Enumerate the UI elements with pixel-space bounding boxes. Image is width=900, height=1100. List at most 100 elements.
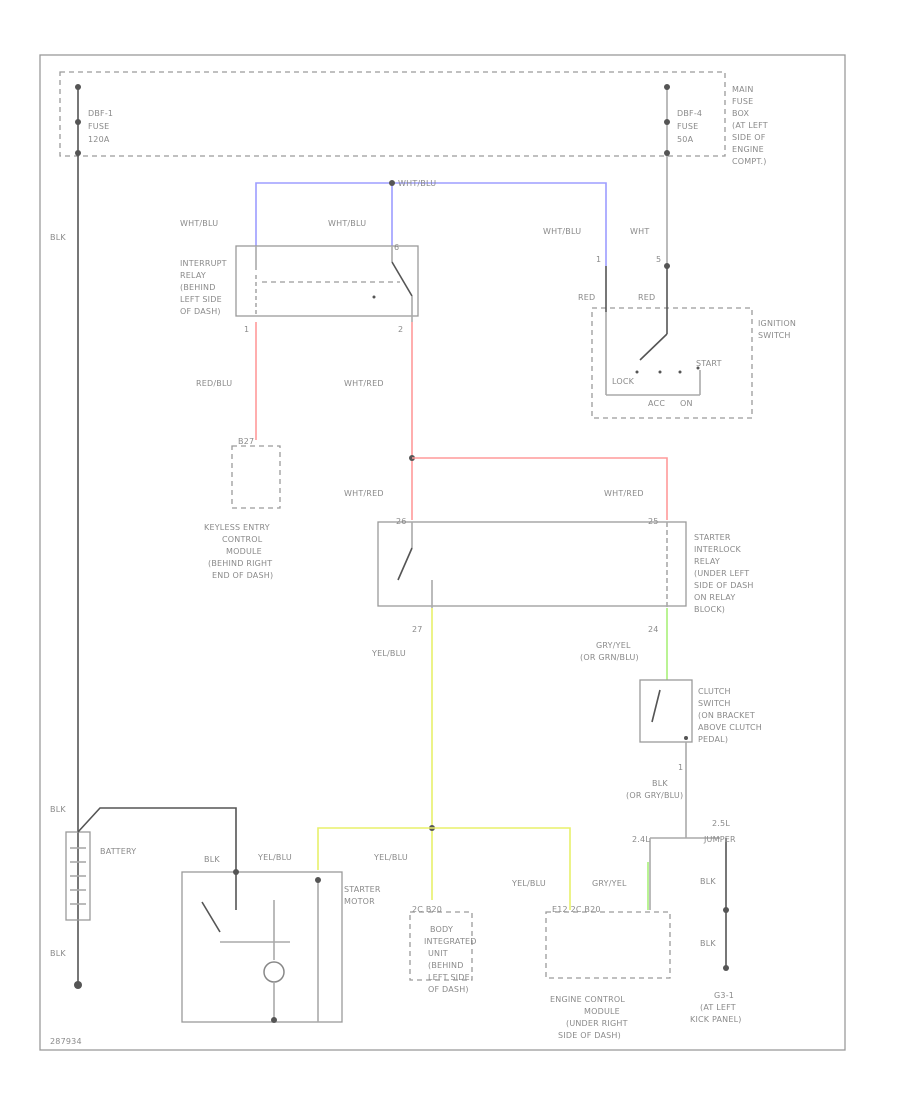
starter-interlock-relay-box — [377, 521, 687, 607]
svg-text:MODULE: MODULE — [226, 547, 262, 556]
svg-text:JUMPER: JUMPER — [703, 835, 736, 844]
svg-text:(BEHIND RIGHT: (BEHIND RIGHT — [208, 559, 272, 568]
blk-ground-label-2: BLK — [700, 939, 716, 948]
ign-start-label: START — [696, 359, 722, 368]
yel-blu-label-b: YEL/BLU — [257, 853, 292, 862]
ign-on-label: ON — [680, 399, 693, 408]
clutch-switch-label: CLUTCH SWITCH (ON BRACKET ABOVE CLUTCH P… — [698, 687, 762, 744]
svg-text:IGNITION: IGNITION — [758, 319, 796, 328]
yel-blu-label-c: YEL/BLU — [373, 853, 408, 862]
svg-text:ENGINE CONTROL: ENGINE CONTROL — [550, 995, 625, 1004]
svg-text:INTERLOCK: INTERLOCK — [694, 545, 741, 554]
ign-acc-label: ACC — [648, 399, 665, 408]
svg-text:BLOCK): BLOCK) — [694, 605, 725, 614]
jumper-2-5l-label: 2.5L JUMPER — [703, 819, 736, 844]
svg-text:ENGINE: ENGINE — [732, 145, 764, 154]
wht-red-label-c: WHT/RED — [604, 489, 644, 498]
svg-text:SWITCH: SWITCH — [758, 331, 791, 340]
biu-pin-label: 2C B20 — [412, 905, 442, 914]
wht-blu-right-label: WHT/BLU — [543, 227, 581, 236]
svg-text:MODULE: MODULE — [584, 1007, 620, 1016]
blk-clutch-label: BLK (OR GRY/BLU) — [626, 779, 683, 800]
svg-text:STARTER: STARTER — [694, 533, 731, 542]
fuse1-label: DBF-1 FUSE 120A — [88, 109, 113, 144]
svg-text:(BEHIND: (BEHIND — [428, 961, 464, 970]
svg-text:BODY: BODY — [430, 925, 453, 934]
interlock-pin25: 25 — [648, 517, 659, 526]
svg-text:ON RELAY: ON RELAY — [694, 593, 735, 602]
blk-starter-label: BLK — [204, 855, 220, 864]
svg-text:FUSE: FUSE — [677, 122, 698, 131]
body-integrated-unit-label: BODY INTEGRATED UNIT (BEHIND LEFT SIDE O… — [424, 925, 477, 994]
svg-text:BOX: BOX — [732, 109, 750, 118]
keyless-module-label: KEYLESS ENTRY CONTROL MODULE (BEHIND RIG… — [204, 523, 273, 580]
wht-red-label-b: WHT/RED — [344, 489, 384, 498]
main-fuse-box-outline — [59, 71, 726, 157]
svg-text:(ON BRACKET: (ON BRACKET — [698, 711, 755, 720]
svg-text:(AT LEFT: (AT LEFT — [700, 1003, 736, 1012]
clutch-pin: 1 — [678, 763, 683, 772]
svg-text:CLUTCH: CLUTCH — [698, 687, 731, 696]
relay-pin2: 2 — [398, 325, 403, 334]
svg-text:(OR GRY/BLU): (OR GRY/BLU) — [626, 791, 683, 800]
svg-text:OF DASH): OF DASH) — [428, 985, 469, 994]
svg-text:INTEGRATED: INTEGRATED — [424, 937, 477, 946]
svg-text:(UNDER LEFT: (UNDER LEFT — [694, 569, 749, 578]
jumper-2-4l: 2.4L — [632, 835, 650, 844]
svg-text:ABOVE CLUTCH: ABOVE CLUTCH — [698, 723, 762, 732]
svg-text:MAIN: MAIN — [732, 85, 754, 94]
blk-ground-label-1: BLK — [700, 877, 716, 886]
ecm-label: ENGINE CONTROL MODULE (UNDER RIGHT SIDE … — [550, 995, 628, 1040]
svg-text:LEFT SIDE: LEFT SIDE — [180, 295, 222, 304]
gry-yel-label-b: GRY/YEL — [592, 879, 627, 888]
wht-blu-harness — [255, 182, 607, 266]
yel-blu-label-d: YEL/BLU — [511, 879, 546, 888]
battery-label: BATTERY — [100, 847, 136, 856]
clutch-switch-box — [639, 679, 693, 743]
blk-battery-label: BLK — [50, 805, 66, 814]
interlock-pin26: 26 — [396, 517, 407, 526]
svg-text:(UNDER RIGHT: (UNDER RIGHT — [566, 1019, 628, 1028]
svg-text:SIDE OF DASH): SIDE OF DASH) — [558, 1031, 621, 1040]
blk-bottom-label: BLK — [50, 949, 66, 958]
diagram-frame — [39, 54, 846, 1051]
main-fuse-box-label: MAIN FUSE BOX (AT LEFT SIDE OF ENGINE CO… — [732, 85, 768, 166]
yel-blu-wire-branch — [317, 827, 571, 910]
svg-text:KEYLESS ENTRY: KEYLESS ENTRY — [204, 523, 270, 532]
wht-label: WHT — [630, 227, 649, 236]
relay-pin-mid: 6 — [394, 243, 399, 252]
interlock-pin27: 27 — [412, 625, 423, 634]
svg-text:DBF-4: DBF-4 — [677, 109, 702, 118]
svg-text:STARTER: STARTER — [344, 885, 381, 894]
svg-text:(BEHIND: (BEHIND — [180, 283, 216, 292]
interlock-pin24: 24 — [648, 625, 659, 634]
gry-yel-label-a: GRY/YEL (OR GRN/BLU) — [580, 641, 639, 662]
svg-text:LEFT SIDE: LEFT SIDE — [428, 973, 470, 982]
ground-g-label: G3-1 (AT LEFT KICK PANEL) — [690, 991, 741, 1024]
wht-blu-top-label: WHT/BLU — [398, 179, 436, 188]
ecm-box — [545, 911, 671, 979]
keyless-entry-module-box — [231, 445, 281, 509]
body-integrated-unit-box — [409, 911, 473, 981]
diagram-id: 287934 — [50, 1037, 82, 1046]
keyless-pin: B27 — [238, 437, 254, 446]
red-left-label: RED — [578, 293, 595, 302]
svg-text:BLK: BLK — [652, 779, 668, 788]
svg-text:G3-1: G3-1 — [714, 991, 734, 1000]
svg-text:UNIT: UNIT — [428, 949, 448, 958]
svg-text:2.5L: 2.5L — [712, 819, 730, 828]
svg-text:SWITCH: SWITCH — [698, 699, 731, 708]
svg-text:INTERRUPT: INTERRUPT — [180, 259, 227, 268]
battery-starter-cable — [77, 807, 237, 890]
svg-text:GRY/YEL: GRY/YEL — [596, 641, 631, 650]
svg-text:END OF DASH): END OF DASH) — [212, 571, 273, 580]
starter-motor-label: STARTER MOTOR — [344, 885, 381, 906]
svg-text:FUSE: FUSE — [88, 122, 109, 131]
svg-text:RELAY: RELAY — [180, 271, 206, 280]
svg-text:SIDE OF: SIDE OF — [732, 133, 766, 142]
svg-text:FUSE: FUSE — [732, 97, 753, 106]
svg-text:RELAY: RELAY — [694, 557, 720, 566]
blk-left-label: BLK — [50, 233, 66, 242]
wht-blu-left-label: WHT/BLU — [180, 219, 218, 228]
